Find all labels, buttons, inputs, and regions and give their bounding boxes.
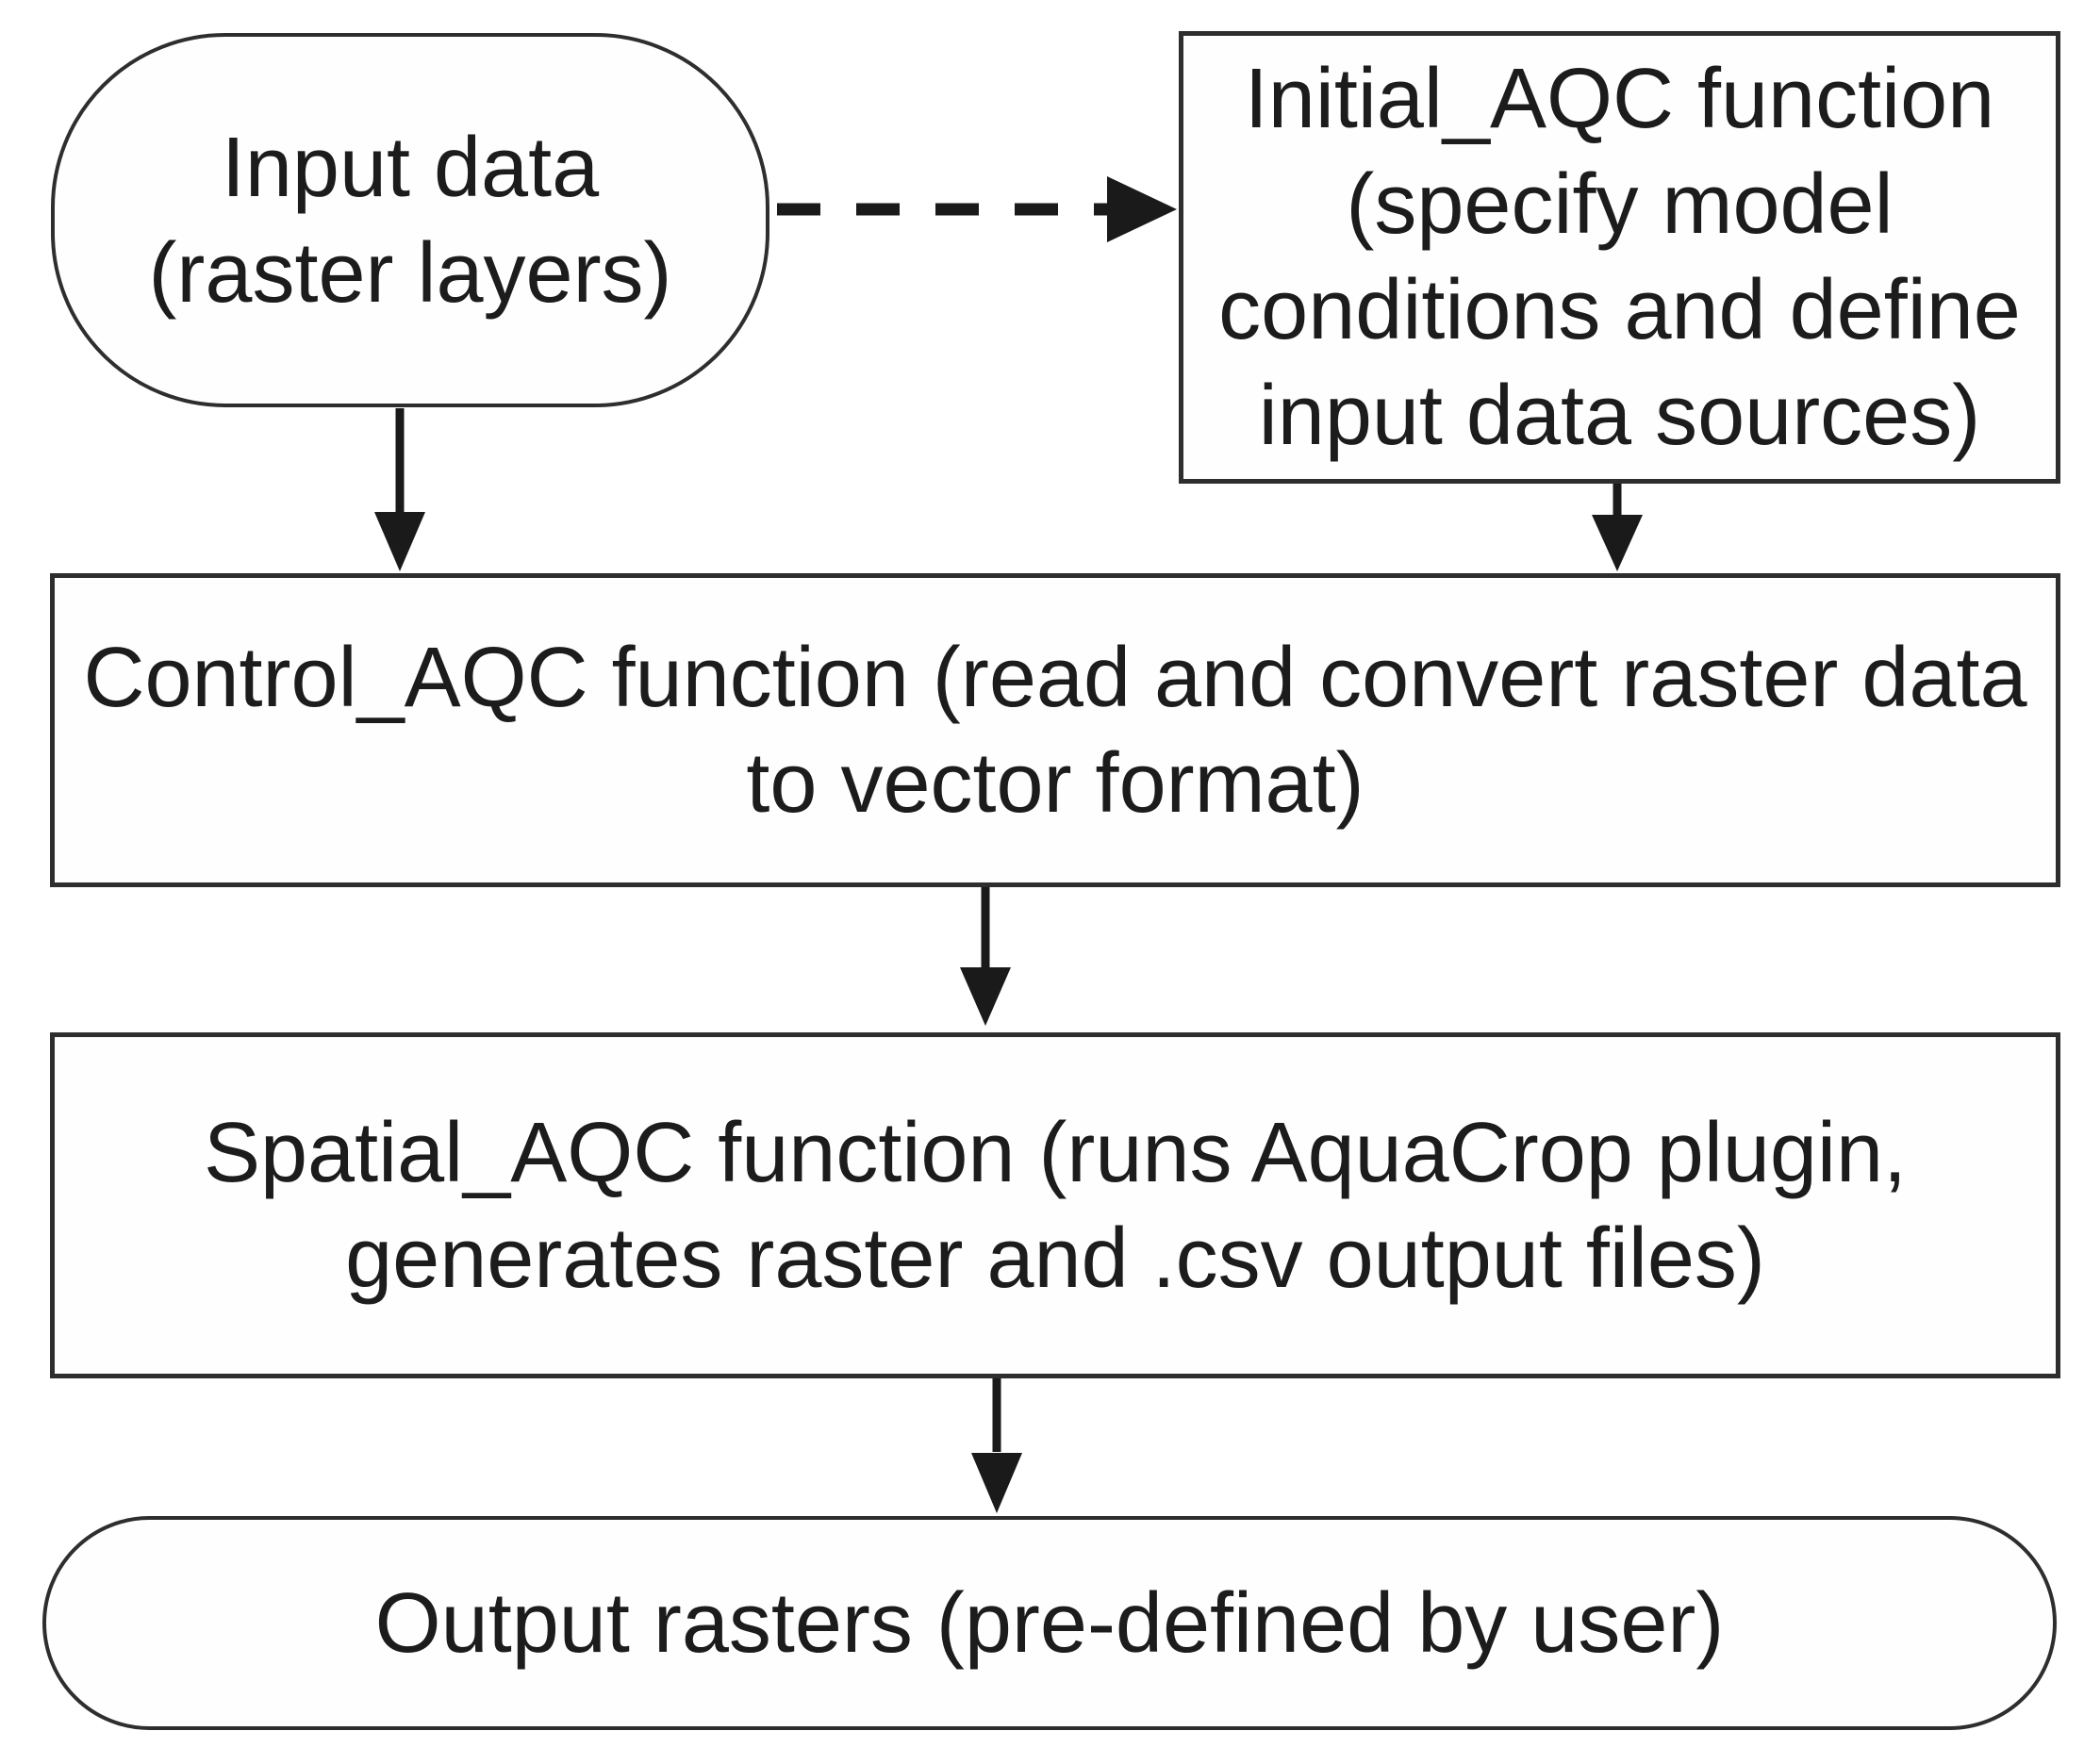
edge-control-to-spatial — [960, 887, 1011, 1026]
node-output-rasters: Output rasters (pre-defined by user) — [42, 1516, 2057, 1730]
node-output-rasters-line1: Output rasters (pre-defined by user) — [374, 1575, 1725, 1671]
node-initial-aqc-line4: input data sources) — [1258, 369, 1981, 463]
node-initial-aqc-line3: conditions and define — [1218, 263, 2021, 357]
edge-input-to-control — [374, 408, 425, 571]
node-initial-aqc-function: Initial_AQC function (specify model cond… — [1179, 31, 2060, 484]
node-control-aqc-line1: Control_AQC function (read and convert r… — [83, 630, 2027, 725]
edge-input-to-initial — [777, 176, 1177, 242]
node-spatial-aqc-line1: Spatial_AQC function (runs AquaCrop plug… — [203, 1105, 1908, 1200]
edge-spatial-to-output — [971, 1378, 1022, 1513]
node-spatial-aqc-function: Spatial_AQC function (runs AquaCrop plug… — [50, 1032, 2060, 1378]
arrowhead-down-icon — [374, 512, 425, 571]
node-input-data-line1: Input data — [221, 120, 600, 215]
arrowhead-down-icon — [1592, 515, 1643, 571]
node-control-aqc-function: Control_AQC function (read and convert r… — [50, 573, 2060, 887]
arrowhead-down-icon — [971, 1453, 1022, 1513]
arrowhead-right-icon — [1107, 176, 1177, 242]
edge-initial-to-control — [1592, 484, 1643, 571]
node-input-data-line2: (raster layers) — [148, 225, 672, 321]
arrowhead-down-icon — [960, 967, 1011, 1026]
node-input-data: Input data (raster layers) — [51, 33, 769, 407]
node-initial-aqc-line1: Initial_AQC function — [1244, 52, 1995, 146]
node-control-aqc-line2: to vector format) — [746, 735, 1365, 831]
node-spatial-aqc-line2: generates raster and .csv output files) — [345, 1211, 1765, 1306]
node-initial-aqc-line2: (specify model — [1346, 157, 1894, 252]
